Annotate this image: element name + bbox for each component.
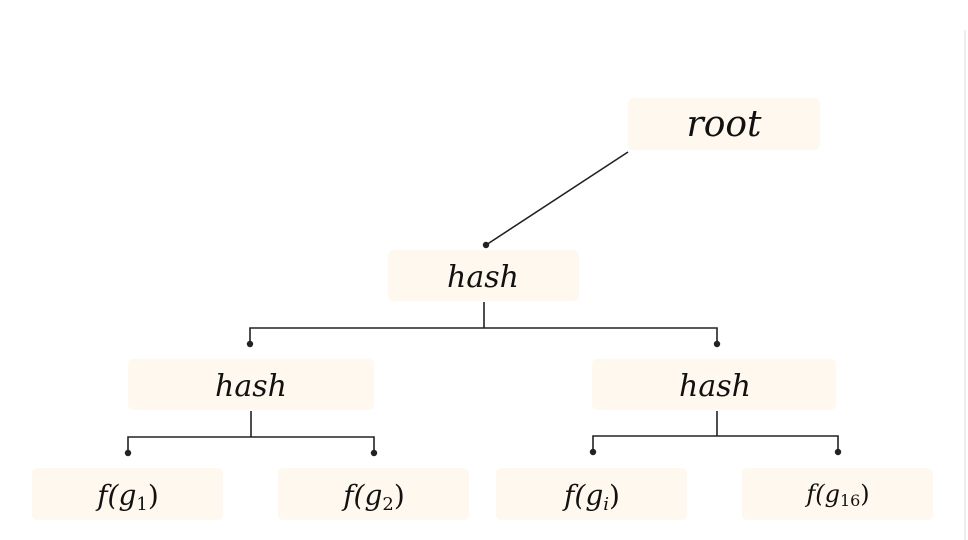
edge-dot — [589, 448, 597, 456]
leaf-g2: f(g2) — [278, 468, 469, 520]
leaf-g1-close: ) — [148, 479, 159, 512]
svg-text:f(g2): f(g2) — [341, 479, 405, 515]
svg-text:f(g16): f(g16) — [804, 480, 869, 510]
edge-hash-top-children — [249, 302, 718, 344]
hash-right-label: hash — [679, 369, 751, 404]
leaf-gi: f(gi) — [496, 468, 687, 520]
edge-dot — [370, 449, 378, 457]
edge-root-hash — [485, 151, 629, 246]
leaf-g2-close: ) — [394, 479, 405, 512]
leaf-gi-base: f(g — [562, 479, 603, 512]
leaf-g1-sub: 1 — [136, 494, 147, 515]
edge-dot — [834, 448, 842, 456]
leaf-g16-base: f(g — [804, 480, 840, 508]
leaf-g16-close: ) — [860, 480, 869, 508]
edge-dot — [482, 241, 490, 249]
node-root: root — [628, 98, 820, 150]
root-label: root — [686, 104, 762, 145]
leaf-gi-close: ) — [609, 479, 620, 512]
edge-dot — [713, 340, 721, 348]
leaf-g1-base: f(g — [95, 479, 136, 512]
leaf-g2-sub: 2 — [382, 494, 393, 515]
edge-hash-left-children — [127, 411, 375, 453]
leaf-g1: f(g1) — [32, 468, 223, 520]
edge-dot — [124, 449, 132, 457]
node-hash-top: hash — [388, 250, 579, 301]
leaf-g2-base: f(g — [341, 479, 382, 512]
hash-left-label: hash — [215, 369, 287, 404]
leaf-gi-sub: i — [603, 494, 609, 515]
hash-top-label: hash — [447, 260, 519, 295]
svg-text:f(gi): f(gi) — [562, 479, 620, 515]
leaf-g16-sub: 16 — [840, 491, 860, 510]
leaf-g16: f(g16) — [742, 468, 933, 520]
edge-dot — [246, 340, 254, 348]
node-hash-right: hash — [592, 359, 836, 410]
edges — [124, 151, 842, 457]
edge-hash-right-children — [592, 411, 839, 452]
node-hash-left: hash — [128, 359, 374, 410]
svg-text:f(g1): f(g1) — [95, 479, 159, 515]
